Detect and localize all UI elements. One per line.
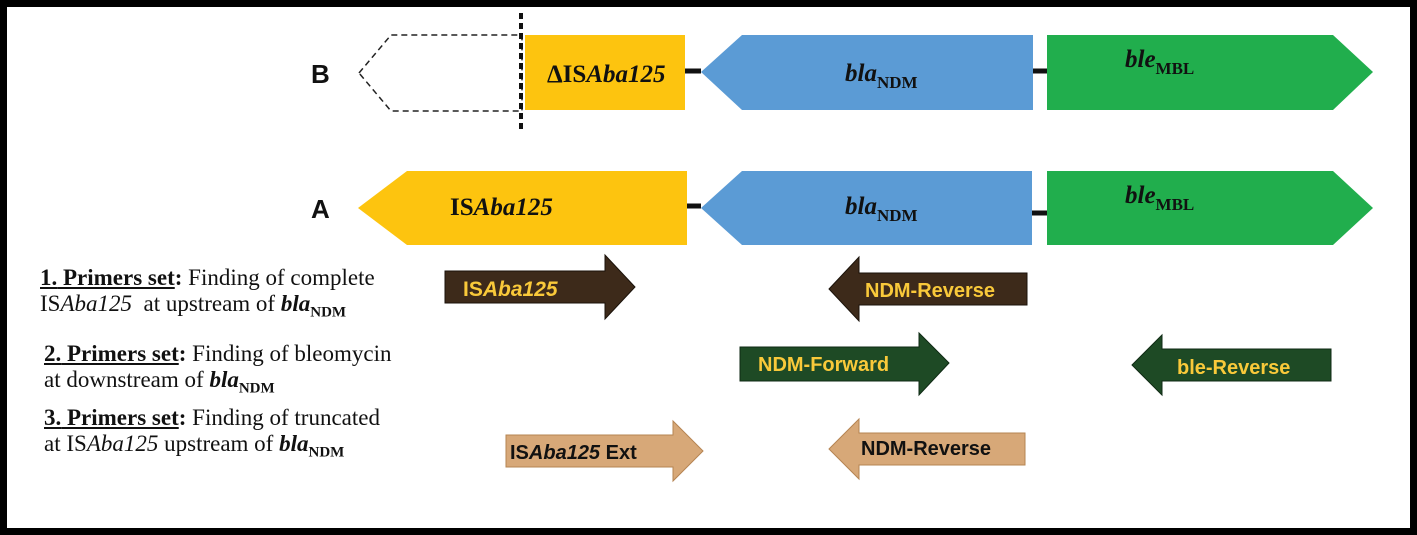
primer-set-2-description: 2. Primers set: Finding of bleomycin at … xyxy=(44,341,392,397)
row-b-bla-ndm-gene xyxy=(701,35,1033,110)
primer-isaba125-ext-arrow xyxy=(505,419,704,483)
truncated-isaba125-label: ΔISAba125 xyxy=(547,61,666,88)
primer-ndm-reverse-3-label: NDM-Reverse xyxy=(861,438,991,460)
primer-ndm-forward-arrow xyxy=(739,331,950,397)
primer-ndm-forward-label: NDM-Forward xyxy=(758,354,889,376)
row-b-label: B xyxy=(311,59,330,89)
primer-isaba125-forward-label: ISAba125 xyxy=(463,278,558,301)
primer-ndm-reverse-1-label: NDM-Reverse xyxy=(865,280,995,302)
primer-ble-reverse-arrow xyxy=(1131,333,1332,397)
primer-isaba125-ext-label: ISAba125 Ext xyxy=(510,442,637,464)
row-b-ble-mbl-gene xyxy=(1047,35,1373,110)
primer-isaba125-forward-arrow xyxy=(444,253,636,321)
row-a-bla-ndm-gene xyxy=(701,171,1032,245)
row-b-bla-ndm-label: blaNDM xyxy=(845,60,918,92)
gene-diagram: B ΔISAba125 blaNDM bleMBL A ISAba125 bla… xyxy=(311,13,1373,483)
row-a-bla-ndm-label: blaNDM xyxy=(845,193,918,225)
primer-set-1-description: 1. Primers set: Finding of complete ISAb… xyxy=(40,265,375,321)
primer-ndm-reverse-3-arrow xyxy=(828,417,1026,481)
row-a-isaba125-label: ISAba125 xyxy=(450,194,553,221)
deleted-region-outline xyxy=(358,34,523,112)
row-a-ble-mbl-gene xyxy=(1047,171,1373,245)
row-a-ble-mbl-label: bleMBL xyxy=(1125,182,1194,214)
row-a-isaba125-gene xyxy=(358,171,687,245)
primer-ble-reverse-label: ble-Reverse xyxy=(1177,357,1290,379)
primer-ndm-reverse-1-arrow xyxy=(828,255,1028,323)
primer-set-3-description: 3. Primers set: Finding of truncated at … xyxy=(44,405,380,461)
figure-panel: B ΔISAba125 blaNDM bleMBL A ISAba125 bla… xyxy=(7,7,1410,528)
row-a-label: A xyxy=(311,194,330,224)
truncated-isaba125-gene xyxy=(525,35,685,110)
row-b-ble-mbl-label: bleMBL xyxy=(1125,46,1194,78)
